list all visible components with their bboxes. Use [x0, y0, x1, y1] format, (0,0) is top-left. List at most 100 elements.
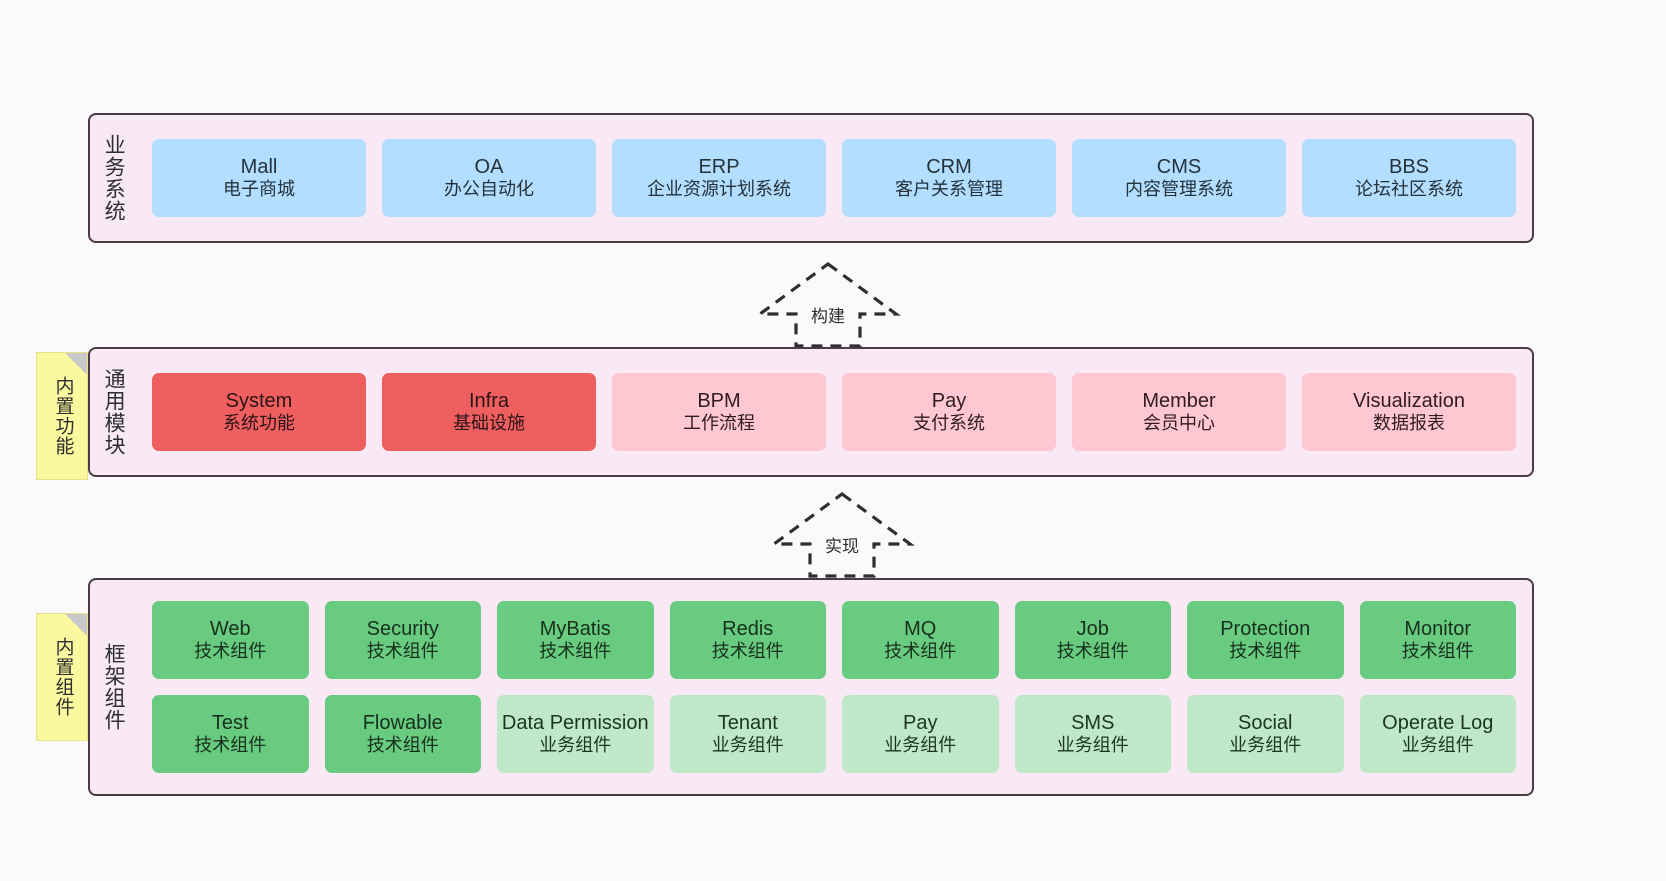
- card-title: Flowable: [362, 711, 443, 734]
- layer-common-modules: 通用模块 System 系统功能 Infra 基础设施 BPM 工作流程 Pay…: [88, 347, 1534, 477]
- layer-body-framework-components: Web 技术组件 Security 技术组件 MyBatis 技术组件 Redi…: [136, 580, 1532, 794]
- card-data-permission[interactable]: Data Permission 业务组件: [497, 695, 654, 773]
- card-title: Member: [1142, 389, 1216, 412]
- card-subtitle: 技术组件: [194, 735, 267, 756]
- layer-body-common-modules: System 系统功能 Infra 基础设施 BPM 工作流程 Pay 支付系统…: [136, 349, 1532, 475]
- card-subtitle: 客户关系管理: [895, 179, 1003, 200]
- card-job[interactable]: Job 技术组件: [1014, 601, 1171, 679]
- card-subtitle: 技术组件: [1401, 641, 1474, 662]
- card-web[interactable]: Web 技术组件: [152, 601, 309, 679]
- card-visualization[interactable]: Visualization 数据报表: [1302, 373, 1516, 451]
- card-subtitle: 企业资源计划系统: [647, 179, 791, 200]
- card-security[interactable]: Security 技术组件: [324, 601, 481, 679]
- card-bbs[interactable]: BBS 论坛社区系统: [1302, 139, 1516, 217]
- card-subtitle: 技术组件: [366, 735, 439, 756]
- card-subtitle: 技术组件: [884, 641, 957, 662]
- card-title: Web: [209, 617, 251, 640]
- card-title: OA: [474, 155, 504, 178]
- card-subtitle: 会员中心: [1143, 413, 1215, 434]
- card-test[interactable]: Test 技术组件: [152, 695, 309, 773]
- card-oa[interactable]: OA 办公自动化: [382, 139, 596, 217]
- card-title: Data Permission: [501, 711, 649, 734]
- card-row-common-modules: System 系统功能 Infra 基础设施 BPM 工作流程 Pay 支付系统…: [152, 373, 1516, 451]
- card-subtitle: 业务组件: [711, 735, 784, 756]
- card-member[interactable]: Member 会员中心: [1072, 373, 1286, 451]
- card-subtitle: 基础设施: [453, 413, 525, 434]
- card-crm[interactable]: CRM 客户关系管理: [842, 139, 1056, 217]
- card-title: ERP: [698, 155, 740, 178]
- card-subtitle: 支付系统: [913, 413, 985, 434]
- sticky-note-label: 内置组件: [52, 637, 74, 717]
- layer-business-systems: 业务系统 Mall 电子商城 OA 办公自动化 ERP 企业资源计划系统 CRM…: [88, 113, 1534, 243]
- card-title: MyBatis: [539, 617, 611, 640]
- connector-label-implement: 实现: [822, 532, 862, 557]
- card-subtitle: 业务组件: [1056, 735, 1129, 756]
- card-title: System: [225, 389, 293, 412]
- card-infra[interactable]: Infra 基础设施: [382, 373, 596, 451]
- card-title: BPM: [697, 389, 741, 412]
- card-pay-component[interactable]: Pay 业务组件: [842, 695, 999, 773]
- card-subtitle: 技术组件: [711, 641, 784, 662]
- layer-label-common-modules: 通用模块: [102, 368, 126, 456]
- card-subtitle: 电子商城: [223, 179, 295, 200]
- layer-body-business-systems: Mall 电子商城 OA 办公自动化 ERP 企业资源计划系统 CRM 客户关系…: [136, 115, 1532, 241]
- card-subtitle: 技术组件: [194, 641, 267, 662]
- connector-build: 构建: [755, 262, 901, 348]
- card-tenant[interactable]: Tenant 业务组件: [669, 695, 826, 773]
- card-title: CMS: [1156, 155, 1202, 178]
- card-title: Redis: [722, 617, 774, 640]
- card-title: Operate Log: [1382, 711, 1494, 734]
- card-subtitle: 论坛社区系统: [1355, 179, 1463, 200]
- card-subtitle: 工作流程: [683, 413, 755, 434]
- card-title: Infra: [468, 389, 510, 412]
- card-monitor[interactable]: Monitor 技术组件: [1359, 601, 1516, 679]
- card-title: Tenant: [717, 711, 778, 734]
- card-pay-module[interactable]: Pay 支付系统: [842, 373, 1056, 451]
- card-title: Pay: [903, 711, 938, 734]
- sticky-note-label: 内置功能: [52, 376, 74, 456]
- layer-label-framework-components: 框架组件: [102, 643, 126, 731]
- card-redis[interactable]: Redis 技术组件: [669, 601, 826, 679]
- card-title: Visualization: [1353, 389, 1465, 412]
- card-operate-log[interactable]: Operate Log 业务组件: [1359, 695, 1516, 773]
- card-erp[interactable]: ERP 企业资源计划系统: [612, 139, 826, 217]
- card-subtitle: 技术组件: [366, 641, 439, 662]
- card-mq[interactable]: MQ 技术组件: [842, 601, 999, 679]
- card-subtitle: 技术组件: [1229, 641, 1302, 662]
- card-title: Social: [1238, 711, 1293, 734]
- card-protection[interactable]: Protection 技术组件: [1187, 601, 1344, 679]
- sticky-note-builtin-components: 内置组件: [36, 613, 88, 741]
- card-flowable[interactable]: Flowable 技术组件: [324, 695, 481, 773]
- card-title: Job: [1076, 617, 1109, 640]
- card-title: SMS: [1071, 711, 1115, 734]
- card-title: Protection: [1220, 617, 1311, 640]
- card-subtitle: 业务组件: [539, 735, 612, 756]
- card-title: BBS: [1388, 155, 1430, 178]
- card-subtitle: 数据报表: [1373, 413, 1445, 434]
- card-title: MQ: [904, 617, 937, 640]
- card-row-technical-components: Web 技术组件 Security 技术组件 MyBatis 技术组件 Redi…: [152, 601, 1516, 679]
- card-cms[interactable]: CMS 内容管理系统: [1072, 139, 1286, 217]
- card-title: Pay: [931, 389, 967, 412]
- card-system[interactable]: System 系统功能: [152, 373, 366, 451]
- card-subtitle: 办公自动化: [444, 179, 534, 200]
- card-bpm[interactable]: BPM 工作流程: [612, 373, 826, 451]
- card-subtitle: 技术组件: [539, 641, 612, 662]
- connector-label-build: 构建: [808, 302, 848, 327]
- card-title: Security: [366, 617, 439, 640]
- connector-implement: 实现: [769, 492, 915, 578]
- card-subtitle: 内容管理系统: [1125, 179, 1233, 200]
- card-subtitle: 技术组件: [1056, 641, 1129, 662]
- card-subtitle: 系统功能: [223, 413, 295, 434]
- card-mall[interactable]: Mall 电子商城: [152, 139, 366, 217]
- card-title: Test: [211, 711, 249, 734]
- card-title: Mall: [240, 155, 278, 178]
- layer-label-business-systems: 业务系统: [102, 134, 126, 222]
- card-social[interactable]: Social 业务组件: [1187, 695, 1344, 773]
- card-sms[interactable]: SMS 业务组件: [1014, 695, 1171, 773]
- card-mybatis[interactable]: MyBatis 技术组件: [497, 601, 654, 679]
- card-subtitle: 业务组件: [1229, 735, 1302, 756]
- sticky-note-builtin-features: 内置功能: [36, 352, 88, 480]
- layer-framework-components: 框架组件 Web 技术组件 Security 技术组件 MyBatis 技术组件…: [88, 578, 1534, 796]
